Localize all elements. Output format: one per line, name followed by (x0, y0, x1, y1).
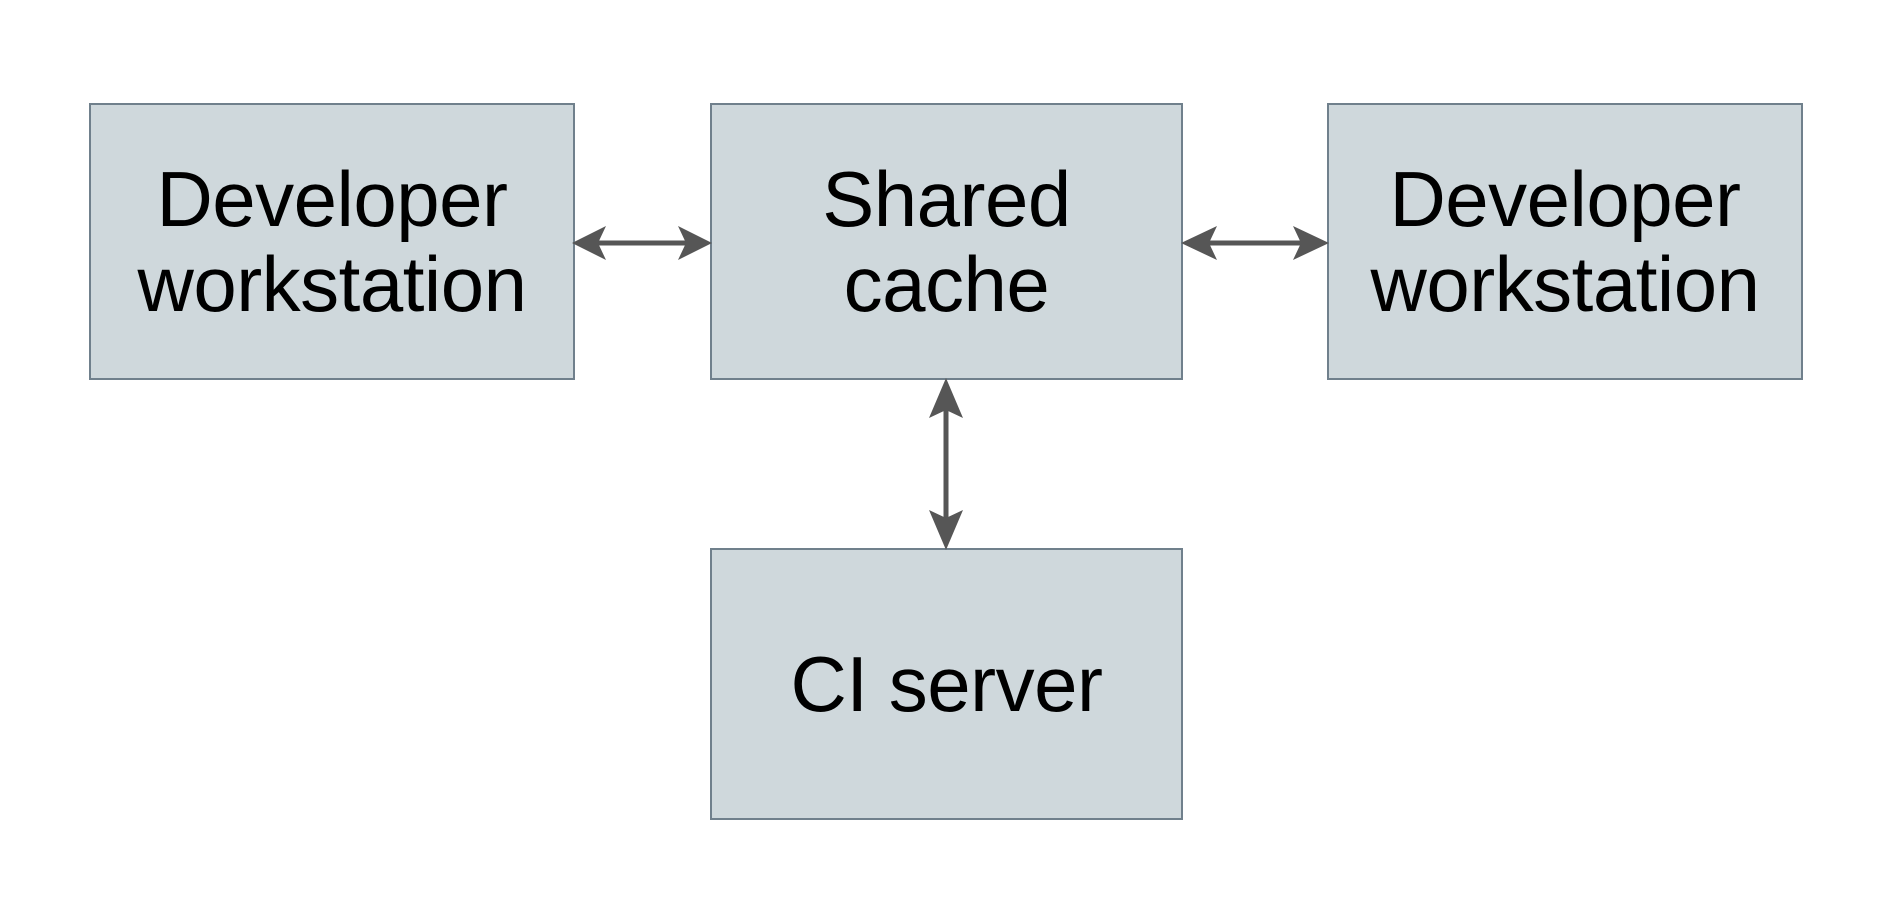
edge-shared-cache-to-ci-server (929, 378, 963, 550)
arrowhead-down-icon (929, 510, 963, 550)
arrowhead-up-icon (929, 378, 963, 418)
node-label: Developer workstation (137, 155, 528, 328)
arrowhead-left-icon (572, 226, 606, 260)
node-ci-server[interactable]: CI server (710, 548, 1183, 820)
node-shared-cache[interactable]: Shared cache (710, 103, 1183, 380)
arrowhead-right-icon (678, 226, 712, 260)
edge-shaft (598, 240, 686, 246)
node-developer-workstation-right[interactable]: Developer workstation (1327, 103, 1803, 380)
arrowhead-right-icon (1293, 226, 1329, 260)
edge-shaft (943, 410, 949, 518)
arrowhead-left-icon (1181, 226, 1217, 260)
node-label: Shared cache (822, 155, 1071, 328)
edge-shaft (1209, 240, 1301, 246)
node-label: Developer workstation (1370, 155, 1761, 328)
edge-developer-left-to-shared-cache (572, 226, 712, 260)
edge-shared-cache-to-developer-right (1181, 226, 1329, 260)
node-developer-workstation-left[interactable]: Developer workstation (89, 103, 575, 380)
node-label: CI server (790, 639, 1103, 728)
